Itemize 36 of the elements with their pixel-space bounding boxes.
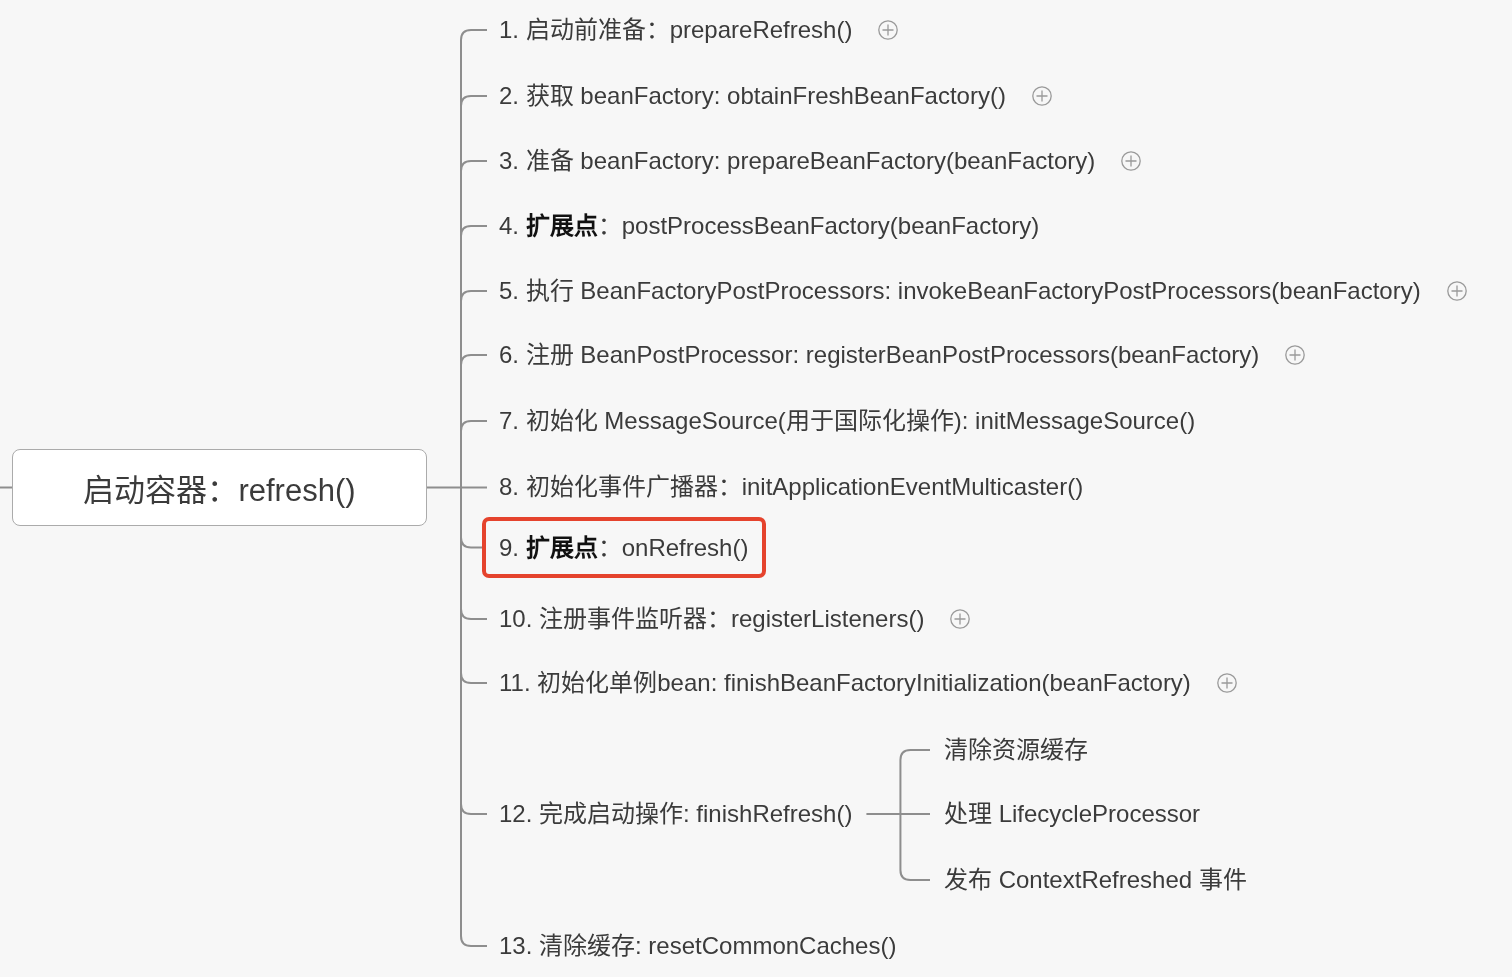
connector-line [899, 749, 931, 761]
connector-line [460, 486, 488, 489]
central-topic-box: 启动容器：refresh() [12, 449, 427, 526]
connector-line [460, 29, 488, 41]
connector-line [460, 160, 488, 172]
connector-line [460, 672, 488, 684]
connector-line [460, 536, 483, 549]
subtopic-text: 清除资源缓存 [930, 733, 1098, 767]
topic-text: 12. 完成启动操作: finishRefresh() [487, 797, 867, 831]
topic-text: 1. 启动前准备：prepareRefresh() [487, 13, 867, 47]
connector-line [460, 935, 488, 947]
topic-text: 7. 初始化 MessageSource(用于国际化操作): initMessageSource() [487, 404, 1210, 438]
topic-text: 3. 准备 beanFactory: prepareBeanFactory(beanFactory) [487, 144, 1110, 178]
topic-text: 6. 注册 BeanPostProcessor: registerBeanPostProcessors(beanFactory) [487, 338, 1274, 372]
topic-text: 10. 注册事件监听器：registerListeners() [487, 602, 939, 636]
connector-line [0, 486, 13, 489]
topic-text: 5. 执行 BeanFactoryPostProcessors: invokeBeanFactoryPostProcessors(beanFactory) [487, 274, 1435, 308]
connector-line [460, 803, 488, 815]
subtopic-text: 处理 LifecycleProcessor [930, 797, 1211, 831]
topic-text: 13. 清除缓存: resetCommonCaches() [487, 929, 911, 963]
connector-line [865, 759, 902, 871]
connector-line [460, 420, 488, 432]
topic-text: 2. 获取 beanFactory: obtainFreshBeanFactory() [487, 79, 1020, 113]
connector-line [460, 608, 488, 620]
highlighted-topic-box: 9. 扩展点：onRefresh() [482, 517, 767, 578]
connector-line [899, 869, 931, 881]
topic-text: 8. 初始化事件广播器：initApplicationEventMulticaster() [487, 470, 1098, 504]
connector-line [460, 95, 488, 107]
connector-line [426, 39, 462, 937]
connector-line [460, 354, 488, 366]
topic-text: 4. 扩展点：postProcessBeanFactory(beanFactory) [487, 209, 1054, 243]
subtopic-text: 发布 ContextRefreshed 事件 [930, 863, 1257, 897]
connector-line [460, 290, 488, 302]
connector-line [460, 225, 488, 237]
connector-line [899, 813, 931, 815]
topic-text: 11. 初始化单例bean: finishBeanFactoryInitialization(beanFactory) [487, 666, 1205, 700]
